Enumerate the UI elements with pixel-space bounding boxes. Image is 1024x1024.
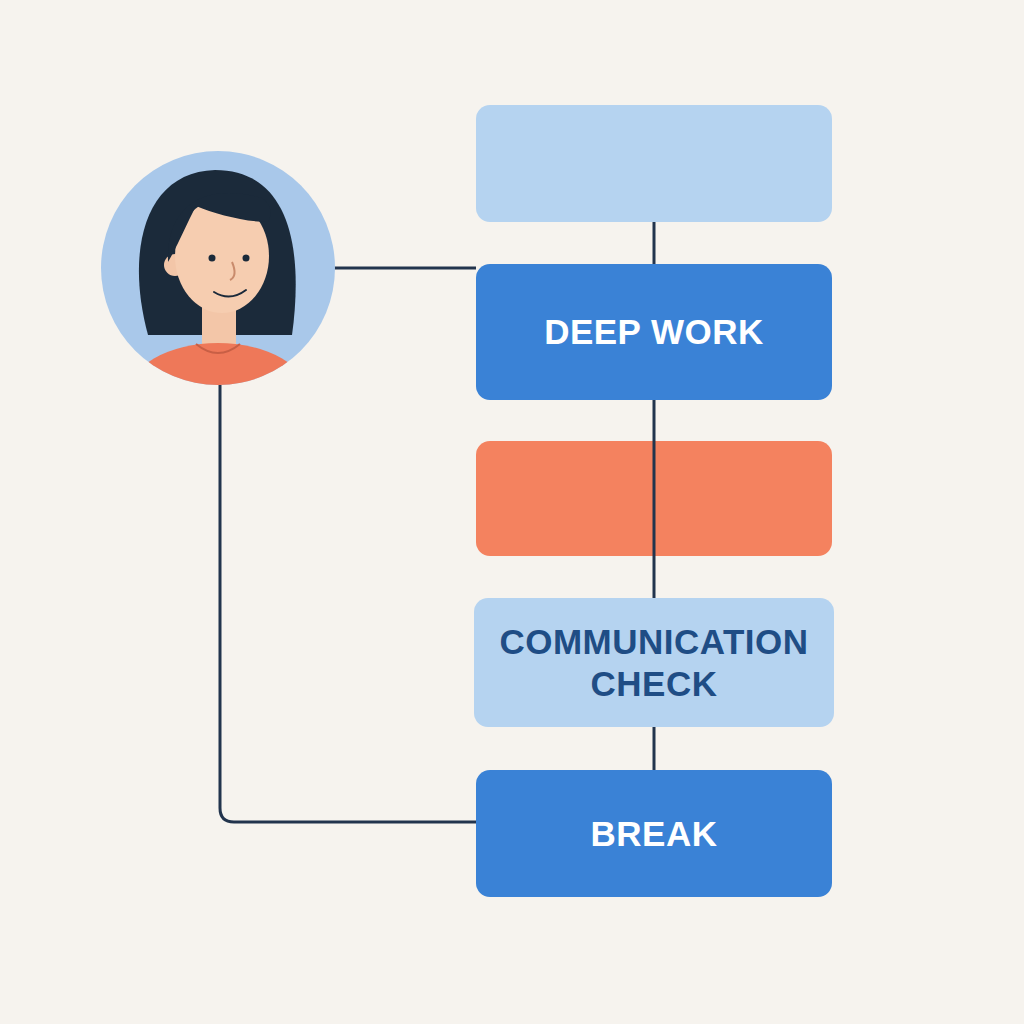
connector <box>653 400 656 598</box>
eye <box>209 255 216 262</box>
avatar-illustration <box>101 151 335 447</box>
connector <box>653 727 656 770</box>
collar <box>196 344 240 353</box>
process-box: BREAK <box>476 770 832 897</box>
smile <box>214 290 246 297</box>
empty-box <box>476 105 832 222</box>
process-box: DEEP WORK <box>476 264 832 400</box>
connector-line <box>653 222 656 264</box>
process-box: COMMUNICATION CHECK <box>474 598 834 727</box>
box-label: BREAK <box>591 813 718 855</box>
connector-line <box>220 385 476 822</box>
box-label: DEEP WORK <box>544 311 764 353</box>
box-label: COMMUNICATION CHECK <box>486 621 822 705</box>
shirt <box>128 343 308 447</box>
hair-fringe <box>168 193 271 262</box>
nose <box>230 262 235 280</box>
hair-back <box>139 170 296 335</box>
eye <box>243 255 250 262</box>
connector-line <box>334 267 476 270</box>
